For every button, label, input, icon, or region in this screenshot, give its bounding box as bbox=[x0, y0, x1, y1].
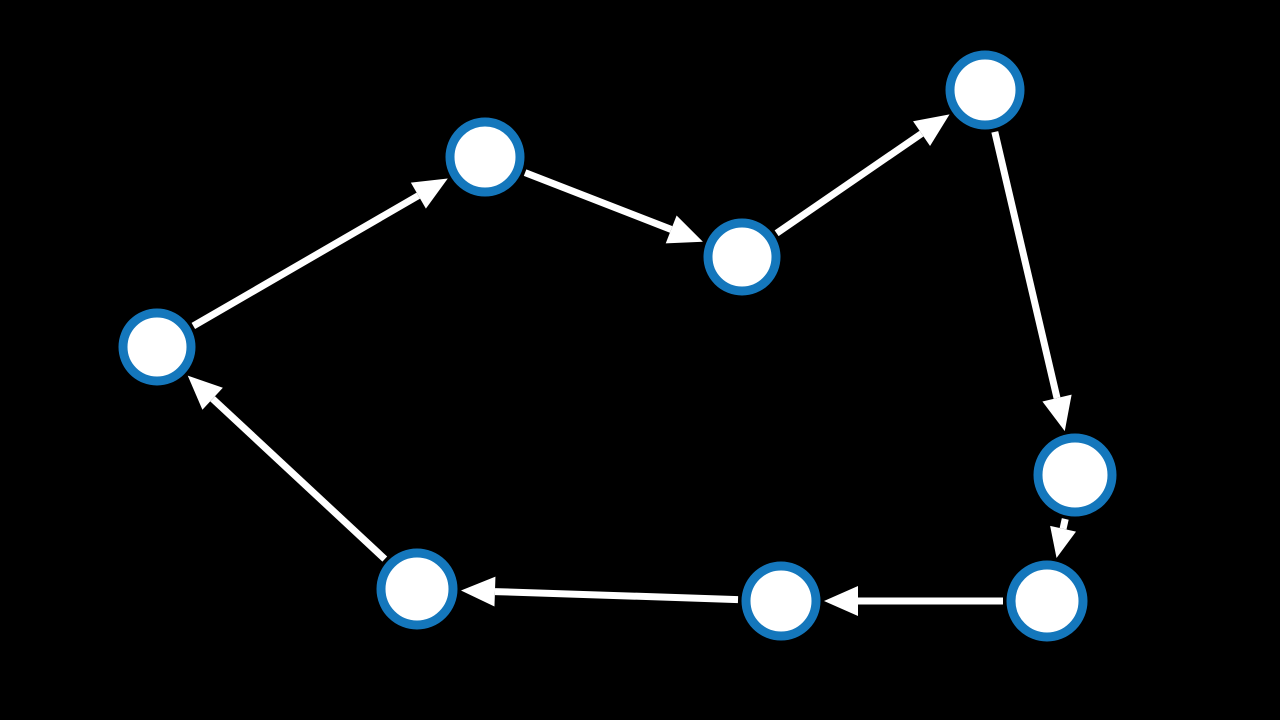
graph-edge bbox=[991, 131, 1072, 432]
graph-edge bbox=[460, 576, 739, 607]
graph-node[interactable] bbox=[945, 50, 1025, 130]
graph-edge-line bbox=[1059, 518, 1069, 530]
graph-edge bbox=[187, 375, 388, 562]
graph-edge bbox=[191, 178, 448, 329]
graph-edge bbox=[523, 169, 703, 244]
graph-node[interactable] bbox=[741, 561, 821, 641]
graph-node-ring[interactable] bbox=[1006, 560, 1088, 642]
graph-node-ring[interactable] bbox=[376, 548, 458, 630]
graph-edge-line bbox=[191, 192, 421, 329]
graph-node-ring[interactable] bbox=[703, 218, 781, 296]
graph-edge bbox=[824, 586, 1003, 616]
graph-edge bbox=[1050, 518, 1077, 559]
graph-edge-line bbox=[991, 131, 1061, 399]
arrowhead-icon bbox=[1042, 394, 1072, 432]
graph-edge-line bbox=[523, 169, 673, 233]
graph-node-ring[interactable] bbox=[945, 50, 1025, 130]
graph-node-ring[interactable] bbox=[118, 308, 196, 386]
graph-edge-line bbox=[494, 588, 739, 604]
graph-node[interactable] bbox=[376, 548, 458, 630]
graph-edge bbox=[774, 114, 950, 237]
nodes-layer bbox=[118, 50, 1117, 642]
edges-layer bbox=[187, 114, 1077, 616]
graph-node[interactable] bbox=[1006, 560, 1088, 642]
arrowhead-icon bbox=[460, 576, 496, 607]
arrowhead-icon bbox=[665, 215, 703, 244]
arrowhead-icon bbox=[187, 375, 223, 410]
graph-node-ring[interactable] bbox=[445, 117, 525, 197]
arrowhead-icon bbox=[824, 586, 858, 616]
graph-node[interactable] bbox=[703, 218, 781, 296]
arrowhead-icon bbox=[410, 178, 448, 209]
graph-node[interactable] bbox=[445, 117, 525, 197]
arrowhead-icon bbox=[913, 114, 950, 146]
graph-node-ring[interactable] bbox=[1033, 433, 1117, 517]
graph-edge-line bbox=[774, 130, 924, 237]
graph-node-ring[interactable] bbox=[741, 561, 821, 641]
graph-node[interactable] bbox=[118, 308, 196, 386]
graph-edge-line bbox=[210, 396, 388, 562]
arrowhead-icon bbox=[1050, 525, 1077, 559]
graph-node[interactable] bbox=[1033, 433, 1117, 517]
